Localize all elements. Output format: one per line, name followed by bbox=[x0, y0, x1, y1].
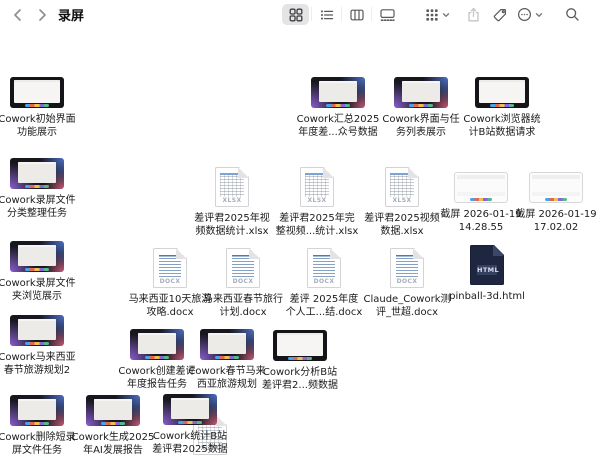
file-item[interactable]: Cowork录屏文件分类整理任务 bbox=[0, 158, 85, 220]
view-columns-button[interactable] bbox=[343, 4, 370, 25]
docx-file-icon: DOCX bbox=[390, 248, 424, 288]
video-thumbnail-icon bbox=[130, 329, 184, 360]
file-item[interactable]: Cowork春节马来西亚旅游规划 bbox=[179, 329, 275, 391]
file-item[interactable]: DOCX 差评 2025年度个人工...结.docx bbox=[276, 248, 372, 319]
file-name: 马来西亚春节旅行计划.docx bbox=[203, 294, 283, 318]
tag-button[interactable] bbox=[488, 4, 512, 25]
file-name: Cowork删除短录屏文件任务 bbox=[0, 432, 76, 455]
file-item[interactable]: Cowork删除短录屏文件任务 bbox=[0, 395, 85, 455]
group-by-icon bbox=[425, 8, 439, 22]
file-item[interactable]: Cowork录屏文件夹浏览展示 bbox=[0, 241, 85, 303]
list-view-icon bbox=[320, 8, 334, 22]
forward-button[interactable] bbox=[32, 4, 52, 25]
file-name: 马来西亚10天旅游攻略.docx bbox=[128, 294, 212, 318]
back-chevron-icon bbox=[11, 8, 25, 22]
file-item[interactable]: Cowork分析B站差评君2...频数据 bbox=[252, 330, 348, 392]
video-thumbnail-icon bbox=[10, 241, 64, 272]
file-item[interactable]: XLSX 差评君2025年视频数据统计.xlsx bbox=[184, 167, 280, 238]
video-thumbnail-icon bbox=[10, 158, 64, 189]
file-item[interactable]: Cowork马来西亚春节旅游规划2 bbox=[0, 315, 85, 377]
video-thumbnail-icon bbox=[86, 395, 140, 426]
grid-view-icon bbox=[289, 8, 303, 22]
file-name: Cowork统计B站差评君2025数据 bbox=[152, 431, 228, 455]
more-ellipsis-icon bbox=[517, 7, 532, 22]
forward-chevron-icon bbox=[35, 8, 49, 22]
docx-file-icon: DOCX bbox=[153, 248, 187, 288]
video-thumbnail-icon bbox=[10, 77, 64, 108]
html-file-icon: HTML bbox=[470, 245, 504, 285]
file-item[interactable]: XLSX 差评君2025年完整视频...统计.xlsx bbox=[269, 167, 365, 238]
file-item[interactable]: Cowork浏览器统计B站数据请求 bbox=[454, 77, 550, 139]
docx-file-icon: DOCX bbox=[307, 248, 341, 288]
file-name: pinball-3d.html bbox=[449, 291, 525, 302]
docx-file-icon: DOCX bbox=[226, 248, 260, 288]
file-item[interactable]: DOCX 马来西亚10天旅游攻略.docx bbox=[122, 248, 218, 319]
gallery-view-icon bbox=[380, 8, 395, 22]
chevron-down-icon bbox=[442, 11, 450, 19]
file-item[interactable]: Cowork统计B站差评君2025数据 bbox=[142, 394, 238, 455]
file-name: 差评君2025年视频数据统计.xlsx bbox=[194, 213, 270, 237]
file-name: Cowork录屏文件分类整理任务 bbox=[0, 195, 76, 219]
file-name: 差评君2025视频数据.xlsx bbox=[364, 213, 440, 237]
file-name: Cowork分析B站差评君2...频数据 bbox=[262, 367, 338, 391]
view-icon-button[interactable] bbox=[282, 4, 309, 25]
file-name: Cowork录屏文件夹浏览展示 bbox=[0, 278, 76, 302]
video-thumbnail-icon bbox=[273, 330, 327, 361]
toolbar: 录屏 bbox=[0, 0, 600, 30]
file-item[interactable]: Cowork初始界面功能展示 bbox=[0, 77, 85, 139]
file-item[interactable]: XLSX 差评君2025视频数据.xlsx bbox=[354, 167, 450, 238]
share-button[interactable] bbox=[461, 4, 485, 25]
file-name: 差评 2025年度个人工...结.docx bbox=[285, 294, 363, 318]
file-name: Cowork创建差评年度报告任务 bbox=[118, 366, 196, 390]
video-thumbnail-icon bbox=[454, 172, 508, 203]
file-item[interactable]: Cowork界面与任务列表展示 bbox=[373, 77, 469, 139]
video-thumbnail-icon bbox=[163, 394, 217, 425]
window-title: 录屏 bbox=[58, 8, 85, 24]
more-button[interactable] bbox=[514, 4, 546, 25]
file-name: Cowork界面与任务列表展示 bbox=[382, 114, 460, 138]
file-name: Cowork春节马来西亚旅游规划 bbox=[188, 366, 266, 390]
group-by-button[interactable] bbox=[420, 4, 454, 25]
view-gallery-button[interactable] bbox=[373, 4, 402, 25]
view-list-button[interactable] bbox=[313, 4, 340, 25]
file-name: 差评君2025年完整视频...统计.xlsx bbox=[275, 213, 359, 237]
file-item[interactable]: HTML pinball-3d.html bbox=[439, 245, 535, 304]
video-thumbnail-icon bbox=[311, 77, 365, 108]
video-thumbnail-icon bbox=[529, 172, 583, 203]
file-name: Cowork浏览器统计B站数据请求 bbox=[463, 114, 541, 138]
share-icon bbox=[466, 7, 481, 23]
search-button[interactable] bbox=[560, 4, 584, 25]
chevron-down-icon bbox=[535, 11, 543, 19]
video-thumbnail-icon bbox=[394, 77, 448, 108]
file-item[interactable]: Cowork创建差评年度报告任务 bbox=[109, 329, 205, 391]
file-name: Cowork马来西亚春节旅游规划2 bbox=[0, 352, 76, 376]
video-thumbnail-icon bbox=[10, 315, 64, 346]
search-icon bbox=[565, 7, 580, 22]
column-view-icon bbox=[349, 8, 364, 22]
xlsx-file-icon: XLSX bbox=[215, 167, 249, 207]
tag-icon bbox=[493, 8, 507, 22]
back-button[interactable] bbox=[8, 4, 28, 25]
file-item[interactable]: DOCX Claude_Cowork测评_世超.docx bbox=[359, 248, 455, 319]
video-thumbnail-icon bbox=[200, 329, 254, 360]
xlsx-file-icon: XLSX bbox=[300, 167, 334, 207]
video-thumbnail-icon bbox=[475, 77, 529, 108]
file-item[interactable]: DOCX 马来西亚春节旅行计划.docx bbox=[195, 248, 291, 319]
video-thumbnail-icon bbox=[10, 395, 64, 426]
xlsx-file-icon: XLSX bbox=[385, 167, 419, 207]
file-name: Claude_Cowork测评_世超.docx bbox=[363, 294, 451, 318]
file-name: Cowork初始界面功能展示 bbox=[0, 114, 76, 138]
